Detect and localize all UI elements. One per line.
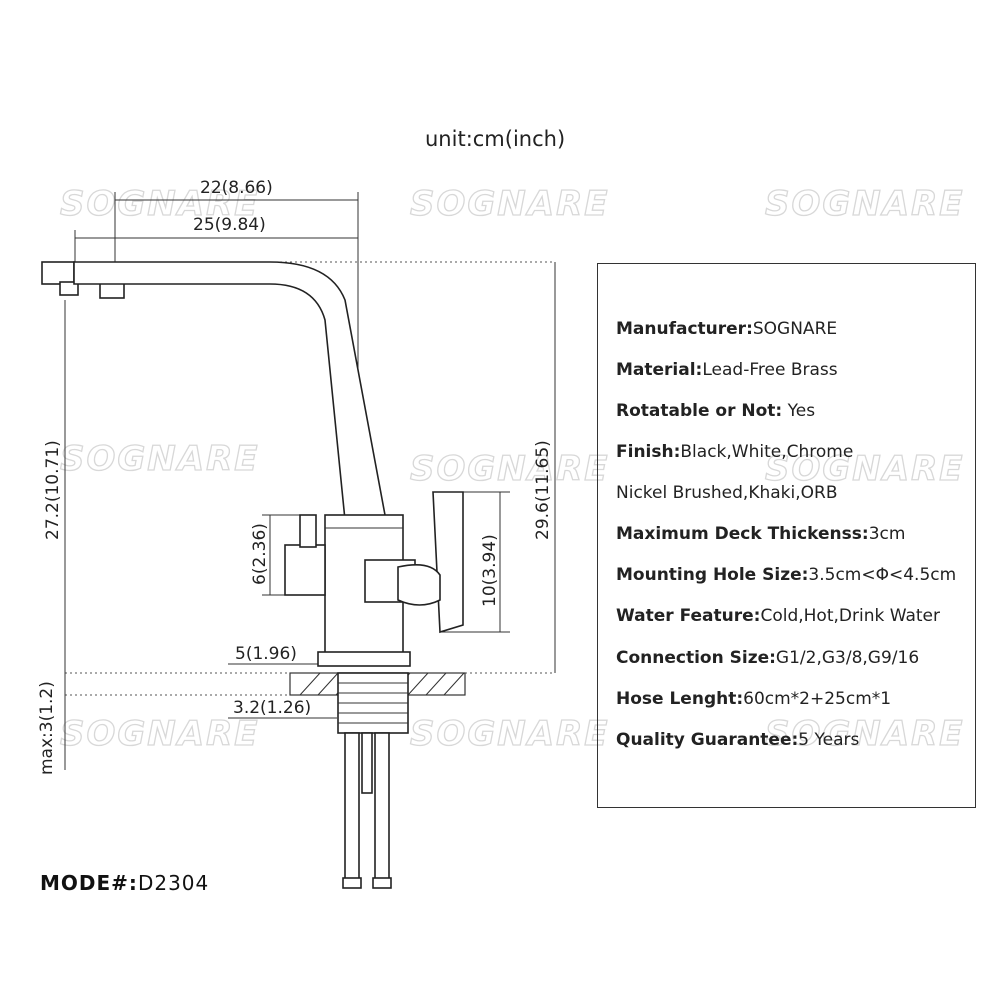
watermark: SOGNARE — [410, 714, 609, 754]
dim-drink-handle-height: 6(2.36) — [250, 523, 270, 585]
dim-spout-height: 27.2(10.71) — [43, 440, 63, 540]
spec-value: 5 Years — [798, 730, 860, 750]
faucet-spout — [41, 261, 386, 521]
spec-row: Finish:Black,White,Chrome — [616, 442, 853, 462]
spec-row: Quality Guarantee:5 Years — [616, 730, 859, 750]
watermark: SOGNARE — [765, 449, 964, 489]
spec-label: Manufacturer: — [616, 319, 753, 339]
spec-value: SOGNARE — [752, 319, 838, 339]
spec-label: Water Feature: — [616, 606, 761, 626]
dim-handle-height: 10(3.94) — [480, 534, 500, 607]
watermark: SOGNARE — [60, 439, 259, 479]
model-value: D2304 — [137, 871, 210, 895]
unit-label: unit:cm(inch) — [425, 127, 566, 151]
dim-spout-reach: 22(8.66) — [200, 178, 273, 198]
spec-label: Material: — [616, 360, 703, 380]
model-label: MODE#: — [40, 871, 138, 895]
watermark: SOGNARE — [60, 184, 259, 224]
spec-label: Connection Size: — [616, 648, 776, 668]
watermark: SOGNARE — [410, 449, 609, 489]
spec-value: Lead-Free Brass — [702, 360, 838, 380]
spec-row: Material:Lead-Free Brass — [616, 360, 838, 380]
spec-row: Mounting Hole Size:3.5cm<Φ<4.5cm — [616, 565, 956, 585]
spec-label: Mounting Hole Size: — [616, 565, 809, 585]
spec-row: Rotatable or Not: Yes — [616, 401, 815, 421]
dim-shank-diameter: 3.2(1.26) — [233, 698, 311, 718]
spec-value: Nickel Brushed,Khaki,ORB — [616, 483, 838, 503]
spec-label: Rotatable or Not: — [616, 401, 783, 421]
model-number: MODE#:D2304 — [40, 871, 209, 895]
spec-value: Yes — [782, 401, 816, 421]
spec-label: Maximum Deck Thickenss: — [616, 524, 869, 544]
dim-total-height: 29.6(11.65) — [533, 440, 553, 540]
spec-label: Hose Lenght: — [616, 689, 744, 709]
spec-value: 3cm — [868, 524, 906, 544]
spec-row: Nickel Brushed,Khaki,ORB — [616, 483, 838, 503]
faucet-body — [284, 491, 464, 667]
spec-value: 60cm*2+25cm*1 — [743, 689, 892, 709]
spec-label: Quality Guarantee: — [616, 730, 799, 750]
spec-row: Manufacturer:SOGNARE — [616, 319, 837, 339]
dim-deck-thickness: max:3(1.2) — [37, 681, 57, 775]
watermark: SOGNARE — [60, 714, 259, 754]
spec-label: Finish: — [616, 442, 681, 462]
spec-row: Connection Size:G1/2,G3/8,G9/16 — [616, 648, 919, 668]
hoses — [342, 732, 392, 889]
spec-row: Hose Lenght:60cm*2+25cm*1 — [616, 689, 891, 709]
watermark: SOGNARE — [410, 184, 609, 224]
watermark: SOGNARE — [765, 184, 964, 224]
watermark: SOGNARE — [765, 714, 964, 754]
spec-value: 3.5cm<Φ<4.5cm — [808, 565, 957, 585]
spec-value: Black,White,Chrome — [680, 442, 854, 462]
spec-row: Maximum Deck Thickenss:3cm — [616, 524, 905, 544]
spec-row: Water Feature:Cold,Hot,Drink Water — [616, 606, 940, 626]
spec-value: G1/2,G3/8,G9/16 — [775, 648, 920, 668]
threaded-shank — [337, 672, 409, 734]
spec-value: Cold,Hot,Drink Water — [760, 606, 940, 626]
dim-base-diameter: 5(1.96) — [235, 644, 297, 664]
dim-total-length: 25(9.84) — [193, 215, 266, 235]
